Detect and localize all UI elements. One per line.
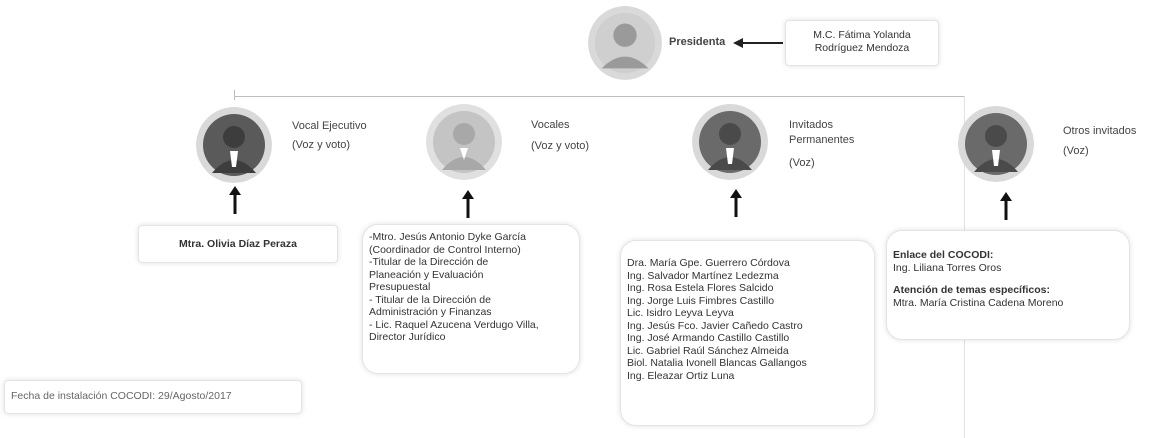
- role-subtitle: (Voz y voto): [292, 139, 351, 151]
- role-title: Vocales: [531, 119, 570, 131]
- member-line: Lic. Gabriel Raúl Sánchez Almeida: [627, 344, 789, 357]
- vocal-ejecutivo-box: Mtra. Olivia Díaz Peraza: [138, 225, 338, 263]
- member-line: Ing. Jesús Fco. Javier Cañedo Castro: [627, 319, 803, 332]
- role-title: Permanentes: [789, 134, 855, 146]
- member-line: Lic. Isidro Leyva Leyva: [627, 307, 734, 319]
- member-line: Mtra. María Cristina Cadena Moreno: [893, 296, 1064, 309]
- president-title: Presidenta: [669, 36, 726, 48]
- arrow-up-icon: [730, 189, 742, 217]
- member-line: (Coordinador de Control Interno): [369, 243, 521, 256]
- invitados-permanentes-avatar-icon: [692, 104, 768, 180]
- role-title: Invitados: [789, 119, 834, 131]
- member-line: Ing. Jorge Luis Fimbres Castillo: [627, 294, 775, 307]
- member-line: Enlace del COCODI:: [893, 249, 994, 261]
- member-line: Ing. José Armando Castillo Castillo: [627, 332, 790, 344]
- member-line: Presupuestal: [369, 281, 431, 293]
- member-line: Administración y Finanzas: [369, 306, 492, 318]
- connector-line: [234, 90, 235, 100]
- member-line: Director Jurídico: [369, 331, 446, 343]
- arrow-left-icon: [733, 38, 783, 48]
- member-line: Dra. María Gpe. Guerrero Córdova: [627, 257, 790, 269]
- vocales-box: -Mtro. Jesús Antonio Dyke García (Coordi…: [362, 224, 580, 374]
- president-name-line: M.C. Fátima Yolanda: [813, 29, 911, 41]
- president-name-box: M.C. Fátima Yolanda Rodríguez Mendoza: [785, 20, 939, 66]
- member-name: Mtra. Olivia Díaz Peraza: [179, 238, 297, 250]
- role-subtitle: (Voz y voto): [531, 140, 590, 152]
- member-line: -Titular de la Dirección de: [369, 256, 489, 268]
- otros-invitados-avatar-icon: [958, 106, 1034, 182]
- member-line: Ing. Eleazar Ortiz Luna: [627, 369, 735, 382]
- arrow-up-icon: [462, 190, 474, 218]
- member-line: - Titular de la Dirección de: [369, 293, 491, 306]
- vocales-avatar-icon: [426, 104, 502, 180]
- otros-invitados-box: Enlace del COCODI: Ing. Liliana Torres O…: [886, 230, 1130, 340]
- member-line: Atención de temas específicos:: [893, 284, 1050, 296]
- member-line: Ing. Salvador Martínez Ledezma: [627, 269, 779, 282]
- arrow-up-icon: [229, 186, 241, 214]
- invitados-permanentes-box: Dra. María Gpe. Guerrero Córdova Ing. Sa…: [620, 240, 875, 426]
- arrow-up-icon: [1000, 192, 1012, 220]
- president-avatar-icon: [588, 6, 662, 80]
- installation-date-box: Fecha de instalación COCODI: 29/Agosto/2…: [4, 380, 302, 414]
- role-subtitle: (Voz): [1063, 145, 1089, 157]
- connector-line: [234, 96, 964, 97]
- member-line: Biol. Natalia Ivonell Blancas Gallangos: [627, 357, 807, 369]
- member-line: Planeación y Evaluación: [369, 268, 484, 281]
- member-line: [893, 274, 1129, 284]
- role-title: Vocal Ejecutivo: [292, 120, 367, 132]
- role-subtitle: (Voz): [789, 157, 815, 169]
- president-name-line: Rodríguez Mendoza: [814, 41, 910, 54]
- member-line: Ing. Rosa Estela Flores Salcido: [627, 282, 774, 294]
- vocal-ejecutivo-avatar-icon: [196, 107, 272, 183]
- role-title: Otros invitados: [1063, 125, 1137, 137]
- installation-date: Fecha de instalación COCODI: 29/Agosto/2…: [11, 390, 232, 402]
- member-line: -Mtro. Jesús Antonio Dyke García: [369, 231, 526, 243]
- member-line: Ing. Liliana Torres Oros: [893, 261, 1002, 274]
- member-line: - Lic. Raquel Azucena Verdugo Villa,: [369, 318, 539, 331]
